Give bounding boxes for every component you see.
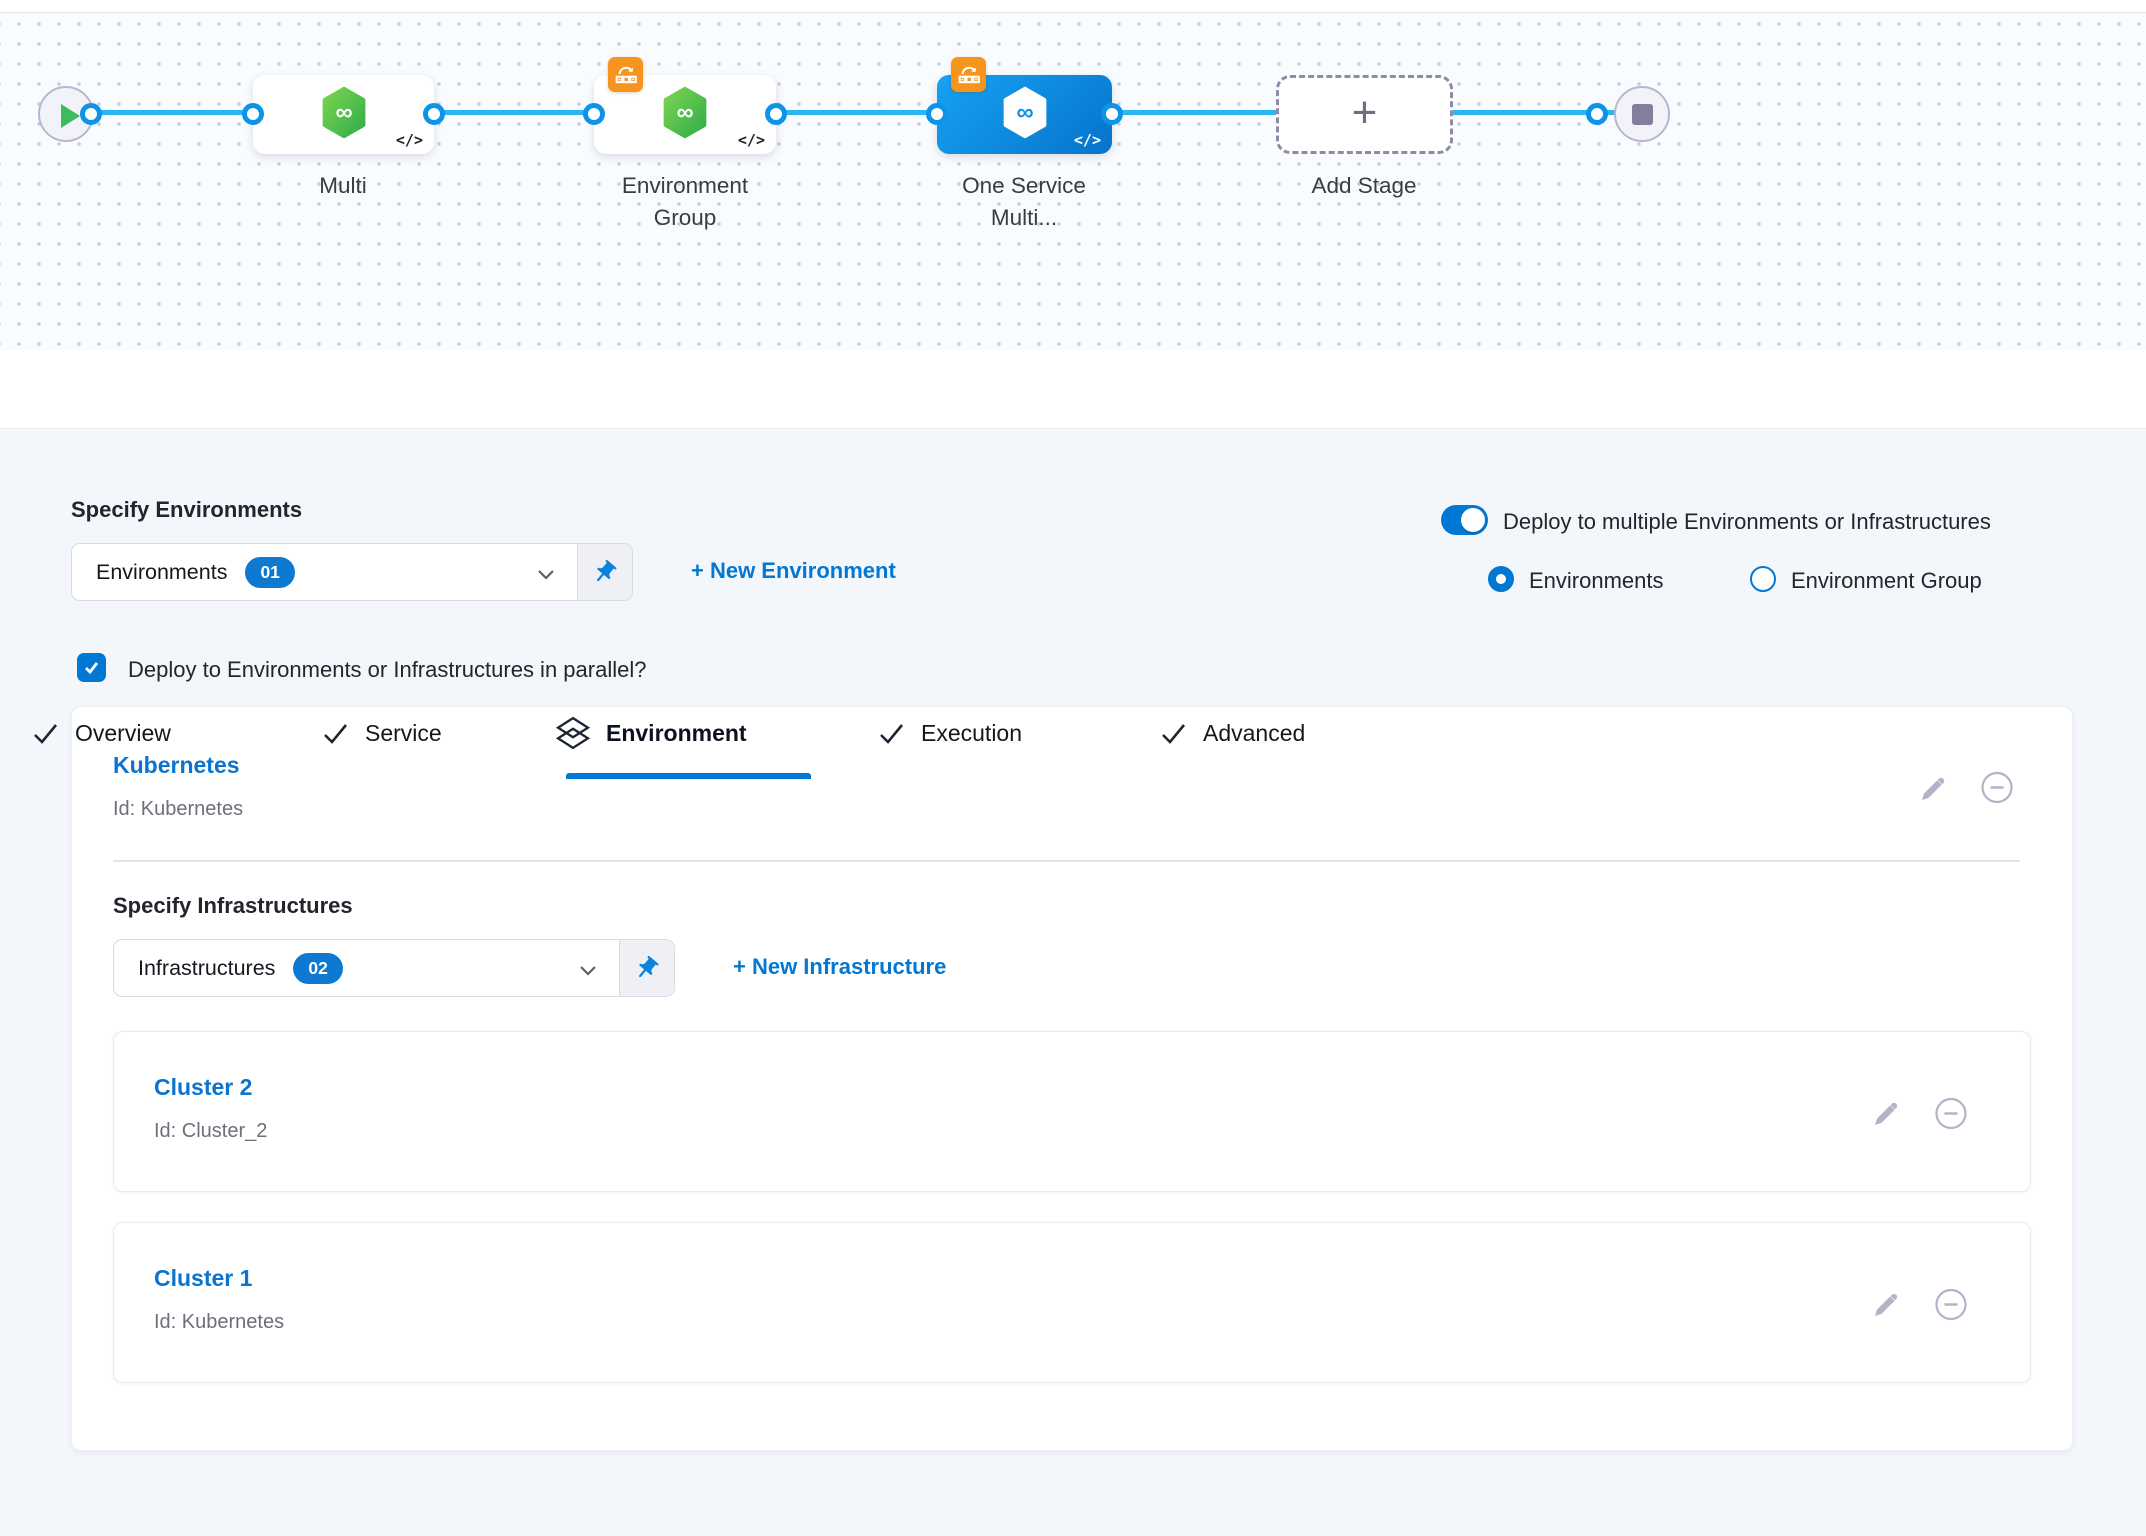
environments-dropdown-input[interactable]: Environments 01 [72, 544, 577, 600]
deploy-parallel-checkbox-label[interactable]: Deploy to Environments or Infrastructure… [128, 657, 647, 682]
yaml-code-marker: </> [395, 131, 423, 149]
environments-count-badge: 01 [245, 556, 295, 588]
new-infrastructure-link[interactable]: + New Infrastructure [733, 954, 947, 979]
yaml-code-marker: </> [1073, 131, 1101, 149]
chevron-down-icon [579, 966, 596, 976]
new-environment-link[interactable]: + New Environment [691, 558, 896, 583]
infrastructure-card-cluster-2[interactable]: Cluster 2 Id: Cluster_2 [113, 1031, 2031, 1192]
radio-environment-group[interactable] [1750, 566, 1776, 592]
specify-environments-heading: Specify Environments [71, 497, 303, 522]
connector-port[interactable] [1586, 103, 1608, 125]
stop-icon [1632, 104, 1653, 125]
pipeline-canvas[interactable]: ∞ </> ∞ </> [0, 0, 2146, 350]
tab-overview[interactable]: Overview [32, 716, 171, 750]
rolling-update-badge-icon [951, 57, 986, 92]
play-icon [61, 104, 80, 128]
radio-environments-label[interactable]: Environments [1529, 568, 1664, 593]
infrastructures-count-badge: 02 [293, 952, 343, 984]
environments-dropdown-value: Environments [96, 559, 228, 584]
check-icon [324, 723, 348, 744]
check-icon [85, 662, 99, 675]
infrastructures-dropdown[interactable]: Infrastructures 02 [113, 939, 675, 997]
deploy-multiple-toggle-label: Deploy to multiple Environments or Infra… [1503, 509, 1991, 534]
tab-label: Advanced [1203, 719, 1306, 746]
tab-service[interactable]: Service [322, 716, 442, 750]
panel-divider [113, 860, 2020, 862]
infrastructure-id-text: Id: Cluster_2 [154, 1120, 268, 1142]
infrastructures-dropdown-input[interactable]: Infrastructures 02 [114, 940, 619, 996]
minus-circle-icon [1935, 1097, 1967, 1129]
yaml-code-marker: </> [737, 131, 765, 149]
minus-circle-icon [1981, 771, 2013, 803]
tab-environment[interactable]: Environment [556, 716, 747, 750]
pin-icon [597, 559, 617, 581]
svg-text:∞: ∞ [676, 99, 693, 126]
check-icon [1162, 723, 1186, 744]
svg-text:∞: ∞ [1016, 99, 1033, 126]
infrastructures-dropdown-value: Infrastructures [138, 955, 276, 980]
stage-label-environment-group: Environment Group [621, 173, 749, 230]
tab-advanced[interactable]: Advanced [1160, 716, 1305, 750]
tab-label: Overview [75, 719, 171, 746]
stage-label-multi: Multi [319, 173, 367, 198]
environments-dropdown[interactable]: Environments 01 [71, 543, 633, 601]
environment-layers-icon [556, 716, 590, 750]
deploy-parallel-checkbox[interactable] [77, 653, 106, 682]
toggle-knob [1461, 508, 1485, 532]
stage-label-add-stage: Add Stage [1311, 173, 1417, 198]
connector-port[interactable] [926, 103, 948, 125]
tab-execution[interactable]: Execution [878, 716, 1022, 750]
pencil-icon [1875, 1293, 1898, 1316]
connector-port[interactable] [765, 103, 787, 125]
specify-infrastructures-heading: Specify Infrastructures [113, 893, 353, 918]
tab-label: Execution [921, 719, 1023, 746]
pencil-icon [1875, 1102, 1898, 1125]
infrastructure-id-text: Id: Kubernetes [154, 1311, 285, 1333]
harness-service-icon: ∞ [1001, 86, 1049, 144]
connector-port[interactable] [1101, 103, 1123, 125]
infrastructure-title-link[interactable]: Cluster 2 [154, 1074, 253, 1100]
harness-service-icon: ∞ [320, 86, 368, 144]
edit-infrastructure-button[interactable] [1869, 1096, 1903, 1130]
connector-port[interactable] [583, 103, 605, 125]
add-stage-button[interactable]: + [1276, 75, 1453, 154]
connector-port[interactable] [423, 103, 445, 125]
pipeline-flow-line [66, 110, 1642, 115]
remove-infrastructure-button[interactable] [1934, 1287, 1968, 1321]
pencil-icon [1922, 777, 1945, 800]
check-icon [34, 723, 58, 744]
tab-label: Environment [606, 719, 747, 746]
infrastructure-title-link[interactable]: Cluster 1 [154, 1265, 253, 1291]
stage-config-tabbar: Overview Service Environment Execution A… [0, 350, 2146, 779]
tab-label: Service [365, 719, 442, 746]
active-tab-underline [566, 773, 811, 779]
radio-environment-group-label[interactable]: Environment Group [1791, 568, 1982, 593]
infrastructure-card-cluster-1[interactable]: Cluster 1 Id: Kubernetes [113, 1222, 2031, 1383]
rolling-update-badge-icon [608, 57, 643, 92]
edit-infrastructure-button[interactable] [1869, 1287, 1903, 1321]
canvas-top-strip [0, 0, 2146, 13]
harness-service-icon: ∞ [661, 86, 709, 144]
environment-title-link[interactable]: Kubernetes [113, 752, 240, 778]
environment-id-text: Id: Kubernetes [113, 798, 244, 820]
remove-environment-button[interactable] [1980, 770, 2014, 804]
pin-icon [639, 955, 659, 977]
check-icon [880, 723, 904, 744]
pin-infrastructures-button[interactable] [618, 940, 674, 996]
pipeline-start-node[interactable] [38, 86, 94, 142]
edit-environment-button[interactable] [1916, 771, 1950, 805]
stage-label-one-service-multi: One Service Multi... [962, 173, 1086, 230]
connector-port[interactable] [80, 103, 102, 125]
deploy-multiple-toggle[interactable] [1441, 505, 1488, 535]
plus-icon: + [1351, 87, 1378, 137]
pipeline-end-node[interactable] [1614, 86, 1670, 142]
radio-environments[interactable] [1488, 566, 1514, 592]
remove-infrastructure-button[interactable] [1934, 1096, 1968, 1130]
stage-node-multi[interactable]: ∞ </> [253, 75, 434, 154]
svg-text:∞: ∞ [335, 99, 352, 126]
minus-circle-icon [1935, 1288, 1967, 1320]
pin-environments-button[interactable] [576, 544, 632, 600]
connector-port[interactable] [242, 103, 264, 125]
chevron-down-icon [537, 570, 554, 580]
